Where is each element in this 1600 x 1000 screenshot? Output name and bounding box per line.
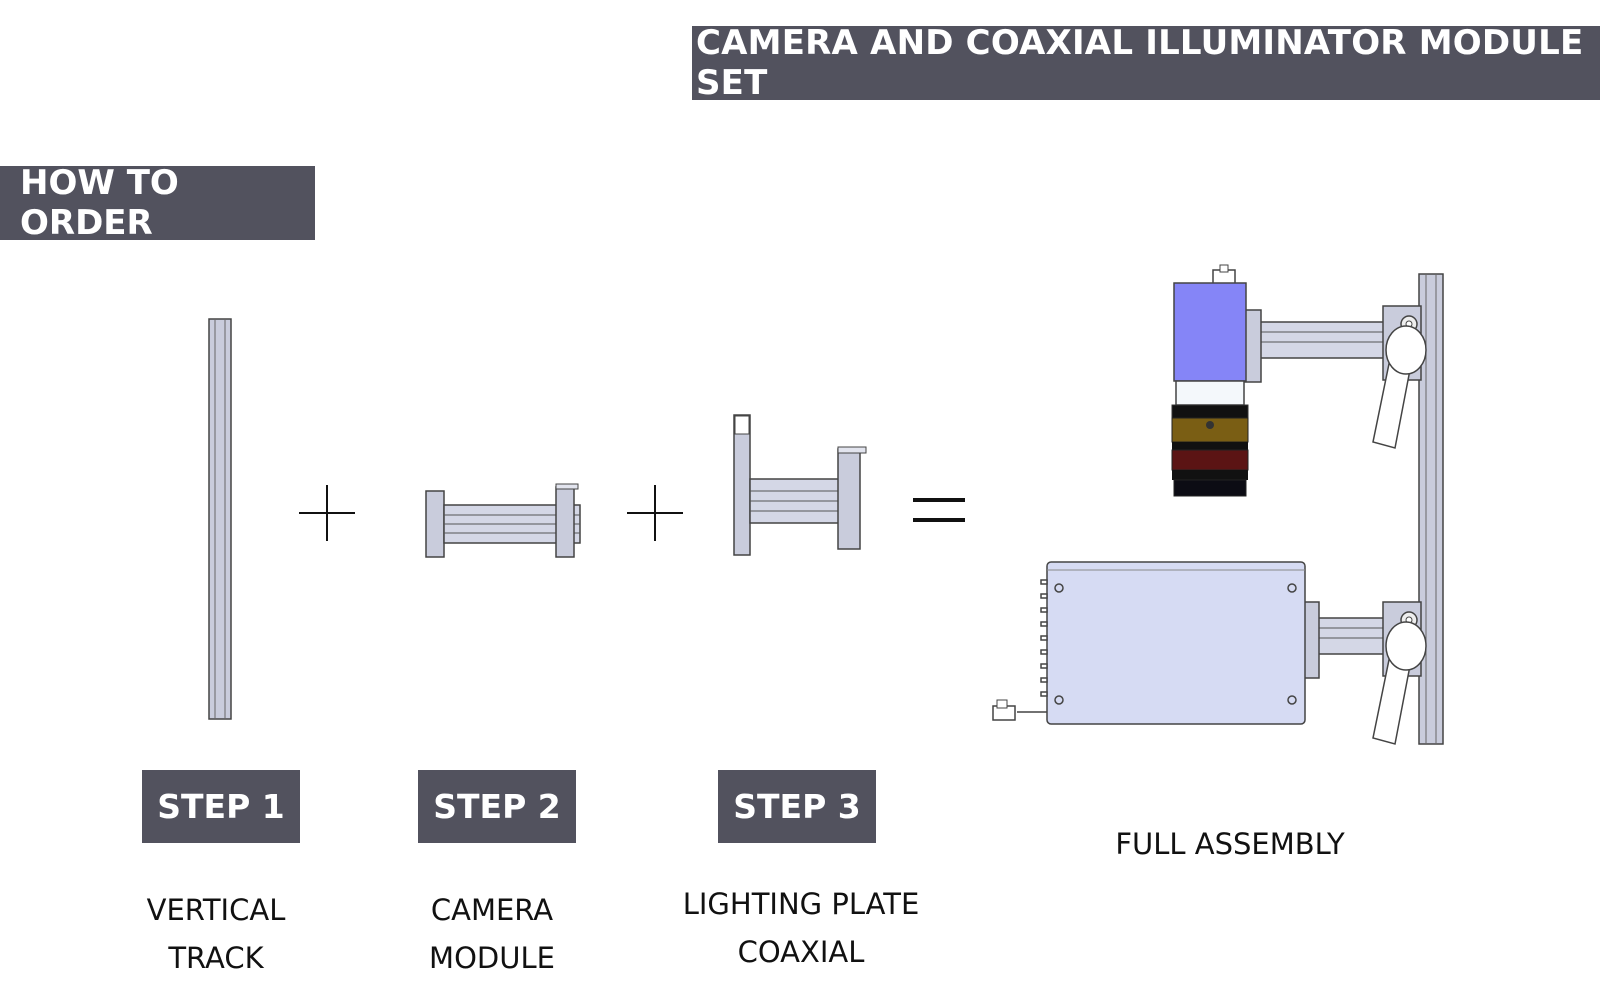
full-assembly-caption: FULL ASSEMBLY — [1115, 827, 1345, 861]
step-2-caption-line1: CAMERA — [430, 893, 554, 927]
plus-icon — [299, 485, 355, 541]
lighting-plate-illustration — [733, 414, 867, 556]
vertical-track-illustration — [208, 318, 232, 720]
step-1-caption: VERTICAL TRACK — [110, 886, 322, 982]
full-assembly-illustration — [992, 264, 1444, 745]
step-3-caption-line2: COAXIAL — [737, 935, 865, 969]
step-3-badge: STEP 3 — [718, 770, 876, 843]
camera-module-illustration — [425, 483, 581, 558]
step-1-badge: STEP 1 — [142, 770, 300, 843]
step-1-caption-line2: TRACK — [168, 941, 264, 975]
plus-icon — [627, 485, 683, 541]
equals-icon — [913, 498, 965, 524]
step-1-caption-line1: VERTICAL — [146, 893, 286, 927]
step-3-caption-line1: LIGHTING PLATE — [682, 887, 920, 921]
step-2-badge: STEP 2 — [418, 770, 576, 843]
page-title: CAMERA AND COAXIAL ILLUMINATOR MODULE SE… — [692, 23, 1600, 103]
step-2-caption-line2: MODULE — [429, 941, 555, 975]
step-2-caption: CAMERA MODULE — [386, 886, 598, 982]
how-to-order-heading: HOW TO ORDER — [0, 163, 315, 243]
step-3-caption: LIGHTING PLATE COAXIAL — [660, 880, 942, 976]
